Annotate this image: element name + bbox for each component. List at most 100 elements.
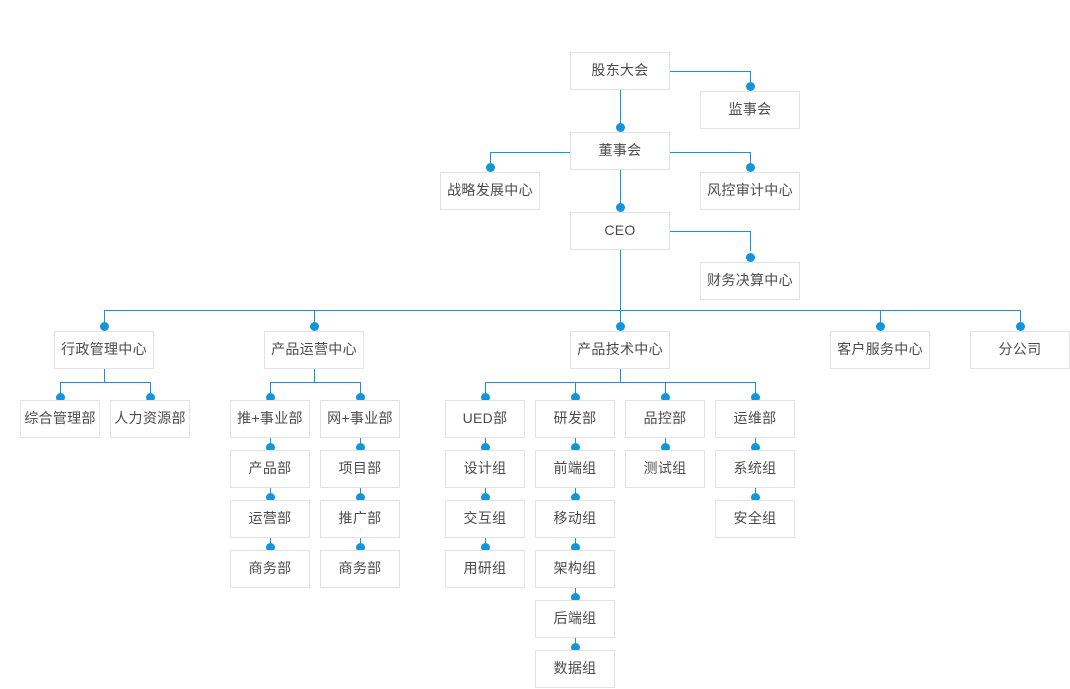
node-label: 安全组 [733, 510, 777, 527]
node-quality-control-dept[interactable]: 品控部 [625, 400, 705, 438]
connector-dot-qa-dept [661, 393, 670, 402]
connector-dot-ceo [616, 203, 625, 212]
node-finance-settlement-center[interactable]: 财务决算中心 [700, 262, 800, 300]
node-customer-service-center[interactable]: 客户服务中心 [830, 331, 930, 369]
node-wang-business-unit[interactable]: 网+事业部 [320, 400, 400, 438]
node-label: 运营部 [248, 510, 292, 527]
connector-drop-admin [104, 310, 105, 331]
connector-product-ops-drop-tui [270, 382, 271, 400]
node-label: 监事会 [728, 101, 772, 118]
connector-dot-backend-group [571, 593, 580, 602]
connector-tech-drop-ued [485, 382, 486, 400]
node-ued-dept[interactable]: UED部 [445, 400, 525, 438]
node-promotion-dept[interactable]: 推广部 [320, 500, 400, 538]
connector-tech-drop-ops [755, 382, 756, 400]
connector-dot-rd-dept [571, 393, 580, 402]
connector-drop-product-tech [620, 310, 621, 331]
connector-dot-promotion-dept [356, 493, 365, 502]
node-business-dept-1[interactable]: 商务部 [230, 550, 310, 588]
node-label: 风控审计中心 [707, 182, 793, 199]
node-product-dept[interactable]: 产品部 [230, 450, 310, 488]
node-architecture-group[interactable]: 架构组 [535, 550, 615, 588]
connector-dot-architecture-group [571, 543, 580, 552]
node-label: CEO [604, 222, 636, 239]
node-label: 产品运营中心 [271, 341, 357, 358]
node-product-technology-center[interactable]: 产品技术中心 [570, 331, 670, 369]
connector-product-ops-drop-wang [360, 382, 361, 400]
node-label: 客户服务中心 [837, 341, 923, 358]
connector-drop-branch [1020, 310, 1021, 331]
node-label: 架构组 [553, 560, 597, 577]
node-label: 商务部 [248, 560, 292, 577]
connector-dot-mobile-group [571, 493, 580, 502]
connector-product-ops-bus [270, 382, 360, 383]
connector-admin-drop-general [60, 382, 61, 400]
connector-dot-frontend-group [571, 443, 580, 452]
connector-dot-risk-audit [746, 163, 755, 172]
connector-board-risk-v [750, 152, 751, 172]
node-interaction-group[interactable]: 交互组 [445, 500, 525, 538]
connector-dot-general-admin [56, 393, 65, 402]
node-label: 董事会 [598, 142, 642, 159]
connector-shareholders-supervisory-v [750, 71, 751, 91]
node-admin-management-center[interactable]: 行政管理中心 [54, 331, 154, 369]
node-rd-dept[interactable]: 研发部 [535, 400, 615, 438]
connector-dot-business-dept-1 [266, 543, 275, 552]
node-label: 运维部 [733, 410, 777, 427]
node-mobile-group[interactable]: 移动组 [535, 500, 615, 538]
connector-board-strategy-h [490, 152, 570, 153]
connector-admin-stem [104, 369, 105, 382]
node-label: 分公司 [998, 341, 1042, 358]
node-board-of-directors[interactable]: 董事会 [570, 132, 670, 170]
node-human-resources-dept[interactable]: 人力资源部 [110, 400, 190, 438]
node-product-operations-center[interactable]: 产品运营中心 [264, 331, 364, 369]
node-supervisory-board[interactable]: 监事会 [700, 91, 800, 129]
node-design-group[interactable]: 设计组 [445, 450, 525, 488]
connector-dot-system-group [751, 443, 760, 452]
connector-dot-finance [746, 253, 755, 262]
node-backend-group[interactable]: 后端组 [535, 600, 615, 638]
node-label: 商务部 [338, 560, 382, 577]
connector-admin-drop-hr [150, 382, 151, 400]
node-label: 用研组 [463, 560, 507, 577]
node-test-group[interactable]: 测试组 [625, 450, 705, 488]
node-ceo[interactable]: CEO [570, 212, 670, 250]
node-tui-business-unit[interactable]: 推+事业部 [230, 400, 310, 438]
connector-dot-data-group [571, 643, 580, 652]
node-label: 测试组 [643, 460, 687, 477]
node-data-group[interactable]: 数据组 [535, 650, 615, 688]
node-user-research-group[interactable]: 用研组 [445, 550, 525, 588]
connector-dot-board [616, 123, 625, 132]
connector-dot-design-group [481, 443, 490, 452]
node-strategy-development-center[interactable]: 战略发展中心 [440, 172, 540, 210]
node-shareholders-meeting[interactable]: 股东大会 [570, 52, 670, 90]
node-label: 股东大会 [591, 62, 649, 79]
connector-drop-customer-service [880, 310, 881, 331]
node-operations-maintenance-dept[interactable]: 运维部 [715, 400, 795, 438]
node-security-group[interactable]: 安全组 [715, 500, 795, 538]
node-label: 产品部 [248, 460, 292, 477]
connector-dot-user-research-group [481, 543, 490, 552]
connector-dot-project-dept [356, 443, 365, 452]
node-project-dept[interactable]: 项目部 [320, 450, 400, 488]
connector-dot-ops-dept [266, 493, 275, 502]
connector-shareholders-supervisory-h [670, 71, 750, 72]
connector-dot-product-dept [266, 443, 275, 452]
node-operations-dept[interactable]: 运营部 [230, 500, 310, 538]
connector-product-ops-stem [314, 369, 315, 382]
node-label: 数据组 [553, 660, 597, 677]
node-business-dept-2[interactable]: 商务部 [320, 550, 400, 588]
node-label: 项目部 [338, 460, 382, 477]
node-branch-company[interactable]: 分公司 [970, 331, 1070, 369]
node-label: 人力资源部 [114, 410, 186, 427]
connector-dot-branch-company [1016, 322, 1025, 331]
connector-dot-security-group [751, 493, 760, 502]
connector-ceo-finance-v [750, 231, 751, 251]
node-frontend-group[interactable]: 前端组 [535, 450, 615, 488]
node-general-management-dept[interactable]: 综合管理部 [20, 400, 100, 438]
connector-dot-interaction-group [481, 493, 490, 502]
node-system-group[interactable]: 系统组 [715, 450, 795, 488]
connector-dot-product-tech-center [616, 322, 625, 331]
node-risk-audit-center[interactable]: 风控审计中心 [700, 172, 800, 210]
